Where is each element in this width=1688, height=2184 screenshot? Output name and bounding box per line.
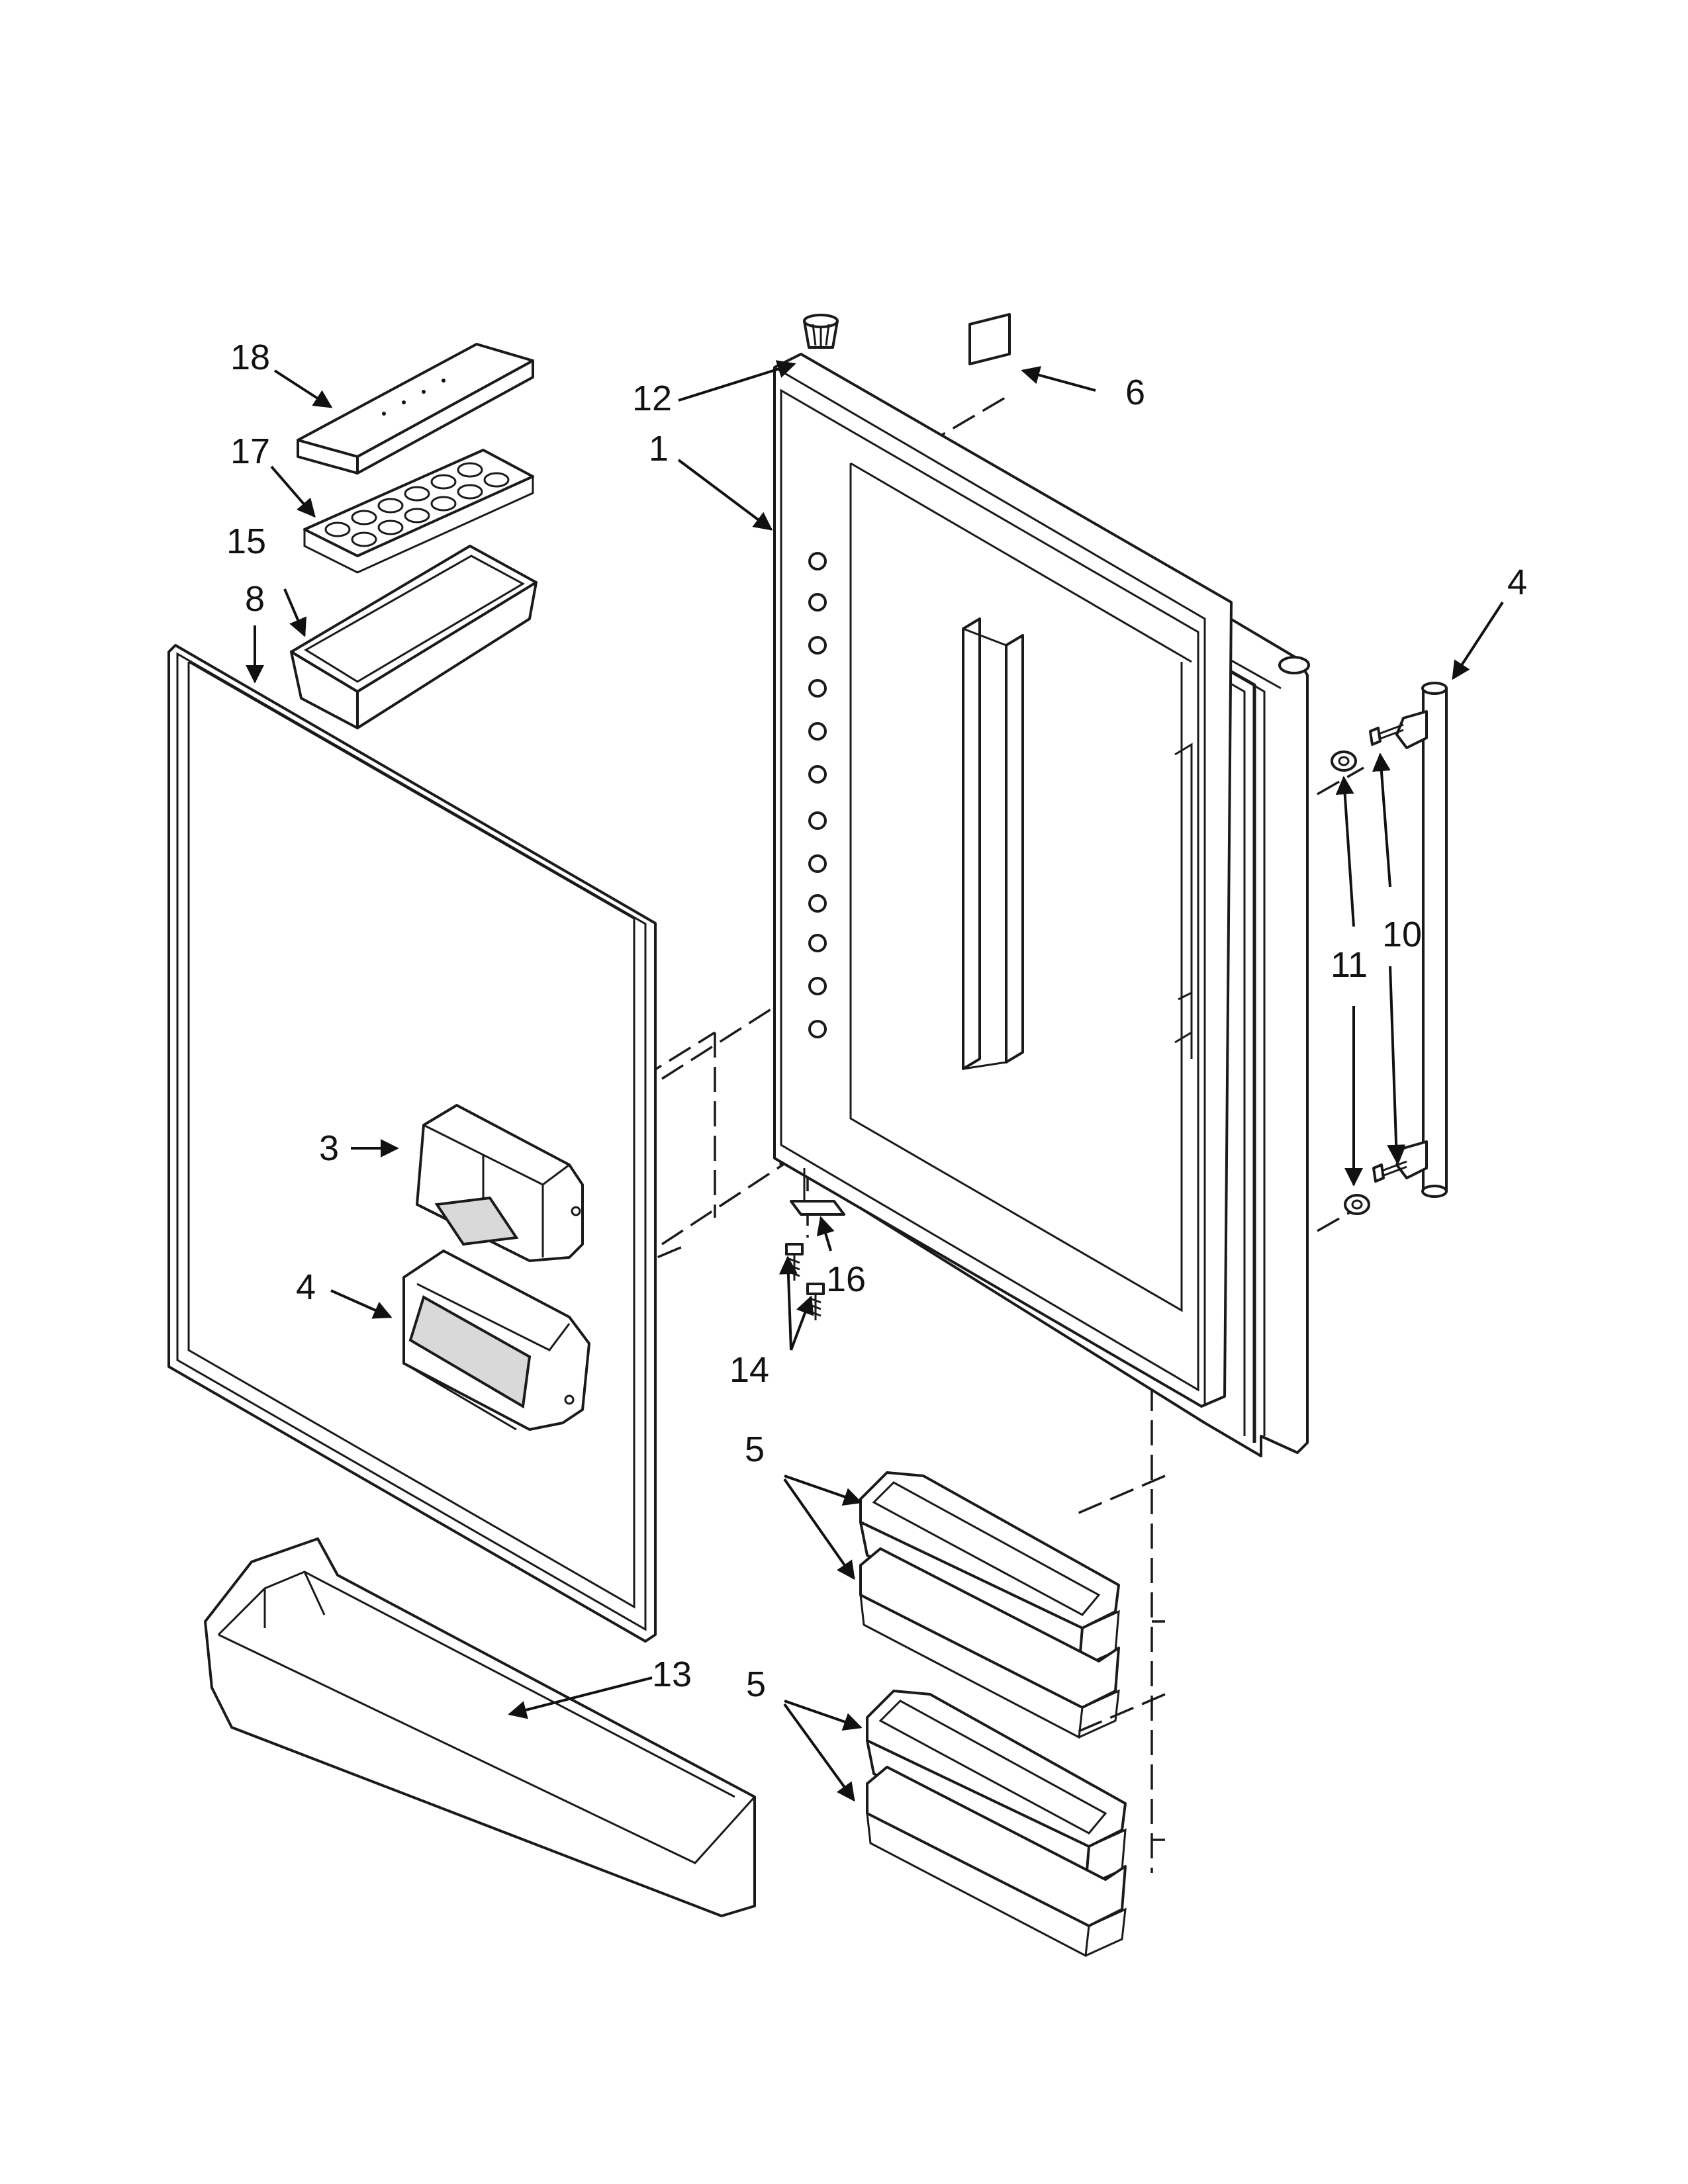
callout-15: 15 (226, 522, 266, 561)
callout-17: 17 (230, 432, 270, 471)
hinge-bracket (790, 1168, 845, 1216)
label-sticker (968, 313, 1011, 365)
callout-4: 4 (296, 1267, 316, 1307)
callout-14: 14 (729, 1350, 769, 1390)
dairy-door-housing (402, 1250, 590, 1431)
egg-tray-cover (297, 343, 534, 475)
callout-6: 6 (1125, 373, 1145, 412)
handle-screws (1369, 723, 1407, 1183)
hinge-bushing (803, 314, 839, 349)
egg-tray (303, 449, 534, 574)
leader-lines (246, 360, 1504, 1802)
door-bin-upper-b (859, 1547, 1120, 1739)
door-bin-lower-b (866, 1766, 1127, 1958)
callout-8: 8 (245, 579, 265, 619)
dairy-bin (290, 545, 538, 729)
callout-16: 16 (826, 1259, 866, 1299)
door-liner-panel (167, 644, 657, 1643)
callout-3: 3 (319, 1128, 339, 1168)
hinge-screws (785, 1243, 825, 1320)
callout-10: 10 (1382, 915, 1422, 954)
callout-13: 13 (652, 1655, 692, 1694)
callout-12: 12 (632, 379, 672, 418)
door-handle (1395, 682, 1448, 1198)
callout-labels: 18 17 15 8 12 1 6 4 10 11 3 4 16 14 5 5 … (226, 338, 1527, 1704)
callout-11: 11 (1331, 945, 1368, 985)
dairy-door-cover (416, 1104, 584, 1262)
callout-5-upper: 5 (745, 1430, 765, 1469)
callout-9: 4 (1507, 563, 1527, 602)
handle-spacers (1331, 751, 1370, 1215)
door-assembly (773, 353, 1310, 1457)
callout-18: 18 (230, 338, 270, 377)
callout-1: 1 (649, 429, 669, 469)
bottom-door-bin (204, 1537, 756, 1917)
callout-5-lower: 5 (746, 1664, 766, 1704)
